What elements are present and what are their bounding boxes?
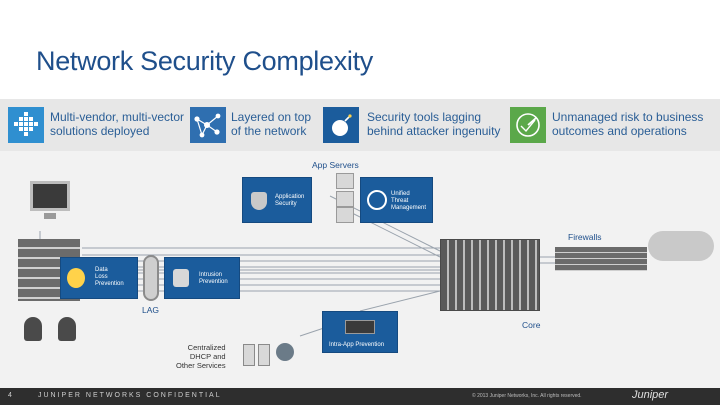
globe-services-icon: [276, 343, 294, 361]
intra-app-box: Intra-App Prevention: [322, 311, 398, 353]
shield-icon: [251, 192, 267, 210]
firewalls-label: Firewalls: [568, 232, 602, 242]
lag-link: [143, 255, 159, 301]
confidential-label: JUNIPER NETWORKS CONFIDENTIAL: [38, 392, 222, 399]
diagram-lines: [39, 195, 555, 337]
lightbulb-icon: [67, 268, 85, 288]
dhcp-server-1: [243, 344, 255, 366]
monitor-stand: [44, 213, 56, 219]
server-icon: [345, 320, 375, 334]
copyright-text: © 2013 Juniper Networks, Inc. All rights…: [472, 393, 582, 399]
bomb-icon: [323, 107, 359, 143]
grid-diamond-icon: [8, 107, 44, 143]
app-server-1: [336, 173, 354, 189]
user-icon-2: [58, 317, 76, 341]
lag-label: LAG: [142, 305, 160, 315]
app-server-2: [336, 191, 354, 207]
network-nodes-icon: [190, 107, 226, 143]
app-servers-label: App Servers: [312, 160, 359, 170]
firewall-appliances: [555, 247, 647, 271]
cloud-icon: [648, 231, 714, 261]
app-server-3: [336, 207, 354, 223]
monitor-icon: [30, 181, 70, 211]
footer-bar: 4 JUNIPER NETWORKS CONFIDENTIAL © 2013 J…: [0, 388, 720, 405]
user-icon-1: [24, 317, 42, 341]
globe-icon: [367, 190, 387, 210]
page-title: Network Security Complexity: [36, 46, 373, 76]
core-router: [440, 239, 540, 311]
juniper-logo: Juniper: [632, 389, 669, 401]
page-number: 4: [8, 392, 14, 399]
gauge-icon: [510, 107, 546, 143]
core-label: Core: [522, 320, 541, 330]
lock-icon: [173, 269, 189, 287]
dhcp-server-2: [258, 344, 270, 366]
